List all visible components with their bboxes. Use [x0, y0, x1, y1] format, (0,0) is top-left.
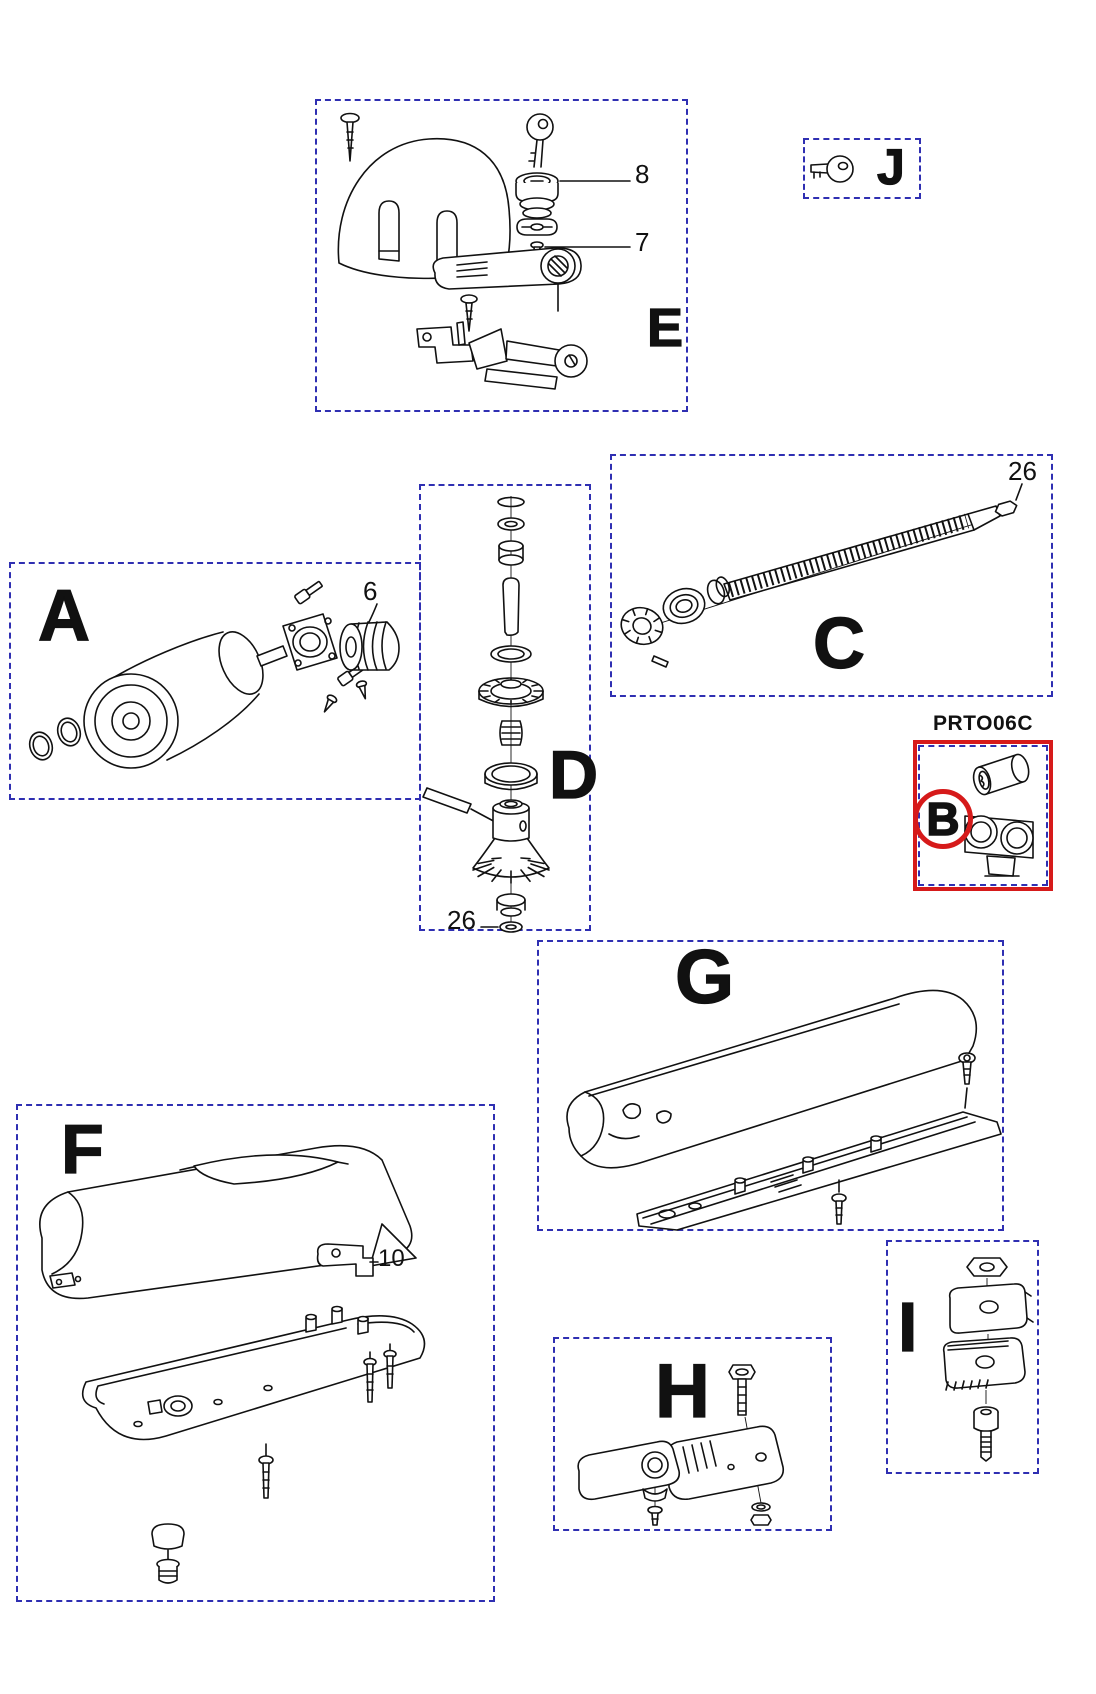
section-label-e: E — [646, 298, 683, 358]
section-label-g: G — [674, 935, 734, 1020]
section-label-c: C — [812, 604, 865, 684]
drawing-gear-stack — [422, 496, 550, 933]
section-box-i-clamp-plates[interactable]: I — [886, 1240, 1039, 1474]
callout-10-bracket: 10 — [378, 1245, 405, 1272]
drawing-motor-assembly — [28, 580, 400, 769]
drawing-front-fork — [964, 753, 1034, 877]
callout-26-end-nut: 26 — [1008, 456, 1037, 486]
section-label-a: A — [37, 576, 90, 656]
section-box-e-release-cover-assembly[interactable]: 8 7 E — [315, 99, 688, 412]
section-box-b-front-fork-highlighted[interactable]: B — [913, 740, 1053, 891]
section-label-h: H — [654, 1349, 710, 1434]
callout-6-worm-gear: 6 — [363, 576, 378, 606]
selected-part-marker: B — [913, 789, 973, 849]
drawing-release-cover-assembly — [337, 112, 631, 390]
section-label-j: J — [876, 139, 905, 195]
drawing-mount-plates — [577, 1364, 785, 1526]
section-label-d: D — [548, 737, 598, 813]
section-box-j-key[interactable]: J — [803, 138, 921, 199]
drawing-key — [810, 155, 854, 183]
drawing-housing — [39, 1144, 426, 1584]
section-label-f: F — [60, 1110, 104, 1188]
section-box-a-motor-assembly[interactable]: A 6 — [9, 562, 421, 800]
section-label-i: I — [897, 1288, 918, 1366]
drawing-lead-screw — [620, 483, 1023, 668]
section-label-b: B — [926, 793, 961, 845]
section-box-h-mount-plates[interactable]: H — [553, 1337, 832, 1531]
section-box-f-housing[interactable]: F 10 — [16, 1104, 495, 1602]
section-box-c-lead-screw[interactable]: 26 C — [610, 454, 1053, 697]
callout-8-lock-cylinder: 8 — [635, 159, 650, 189]
drawing-clamp-plates — [942, 1257, 1034, 1462]
callout-26-bottom-washer: 26 — [447, 905, 476, 935]
callout-7-lock-screw: 7 — [635, 227, 650, 257]
drawing-rail-cover — [566, 989, 1002, 1231]
part-code-prto06c: PRTO06C — [933, 712, 1033, 735]
section-box-d-gear-stack[interactable]: 26 D — [419, 484, 599, 935]
section-box-g-rail-cover[interactable]: G — [537, 935, 1004, 1231]
